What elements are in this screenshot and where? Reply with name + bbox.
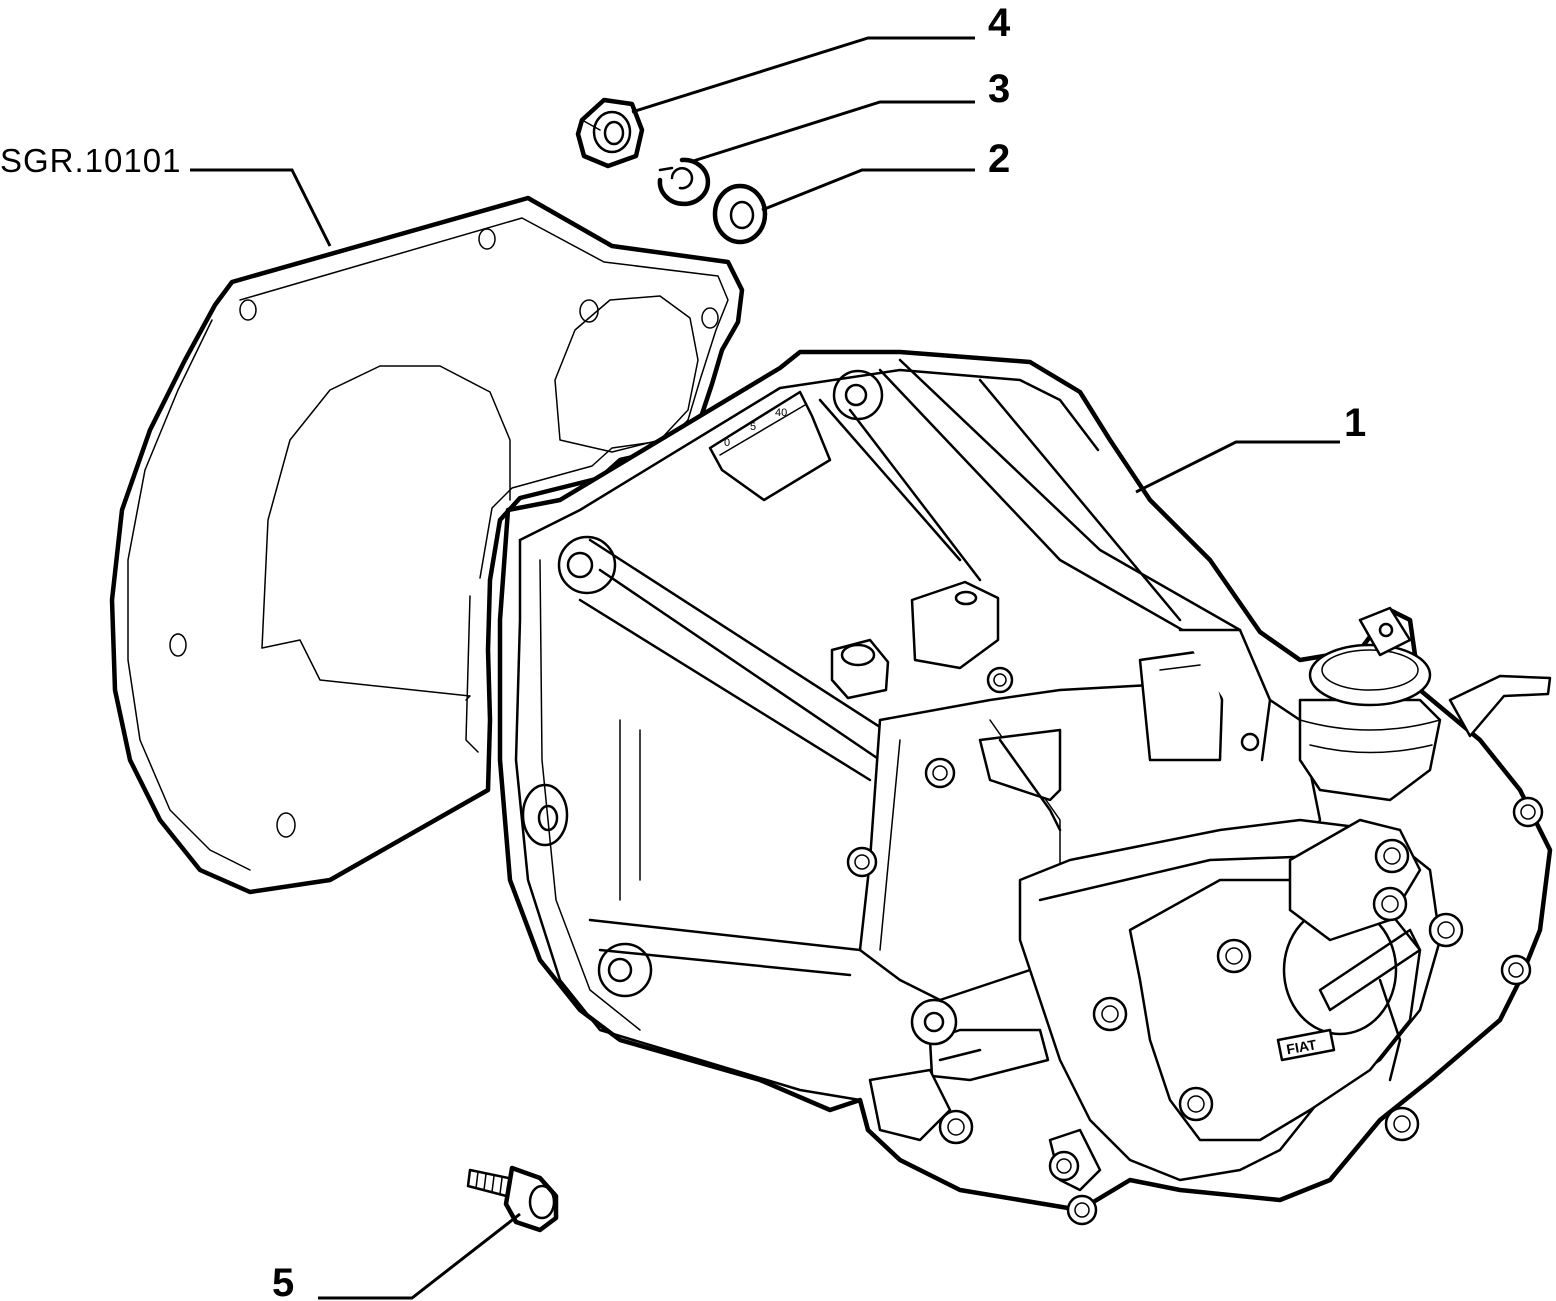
label-part-1: 1 xyxy=(1344,401,1366,445)
scale-mark-0: 0 xyxy=(724,437,730,449)
part-3-lock-washer xyxy=(657,157,711,207)
part-4-hex-nut xyxy=(575,97,645,169)
housing-bolts xyxy=(846,666,1544,1226)
leader-lines xyxy=(190,36,1340,1300)
scale-mark-5: 5 xyxy=(750,421,756,433)
gasket-plate xyxy=(109,195,745,895)
brand-plate: FIAT xyxy=(1276,1028,1336,1062)
label-part-2: 2 xyxy=(988,137,1010,181)
label-part-5: 5 xyxy=(272,1261,294,1301)
svg-text:FIAT: FIAT xyxy=(1285,1036,1318,1057)
label-part-3: 3 xyxy=(988,67,1010,111)
label-part-4: 4 xyxy=(988,1,1011,45)
label-gasket-ref: SGR.10101 xyxy=(0,142,181,179)
clutch-slave-cylinder xyxy=(1298,606,1552,802)
part-2-flat-washer xyxy=(712,183,768,245)
gearbox-housing: 0 5 40 FIAT xyxy=(497,349,1553,1226)
scale-mark-40: 40 xyxy=(775,407,787,419)
